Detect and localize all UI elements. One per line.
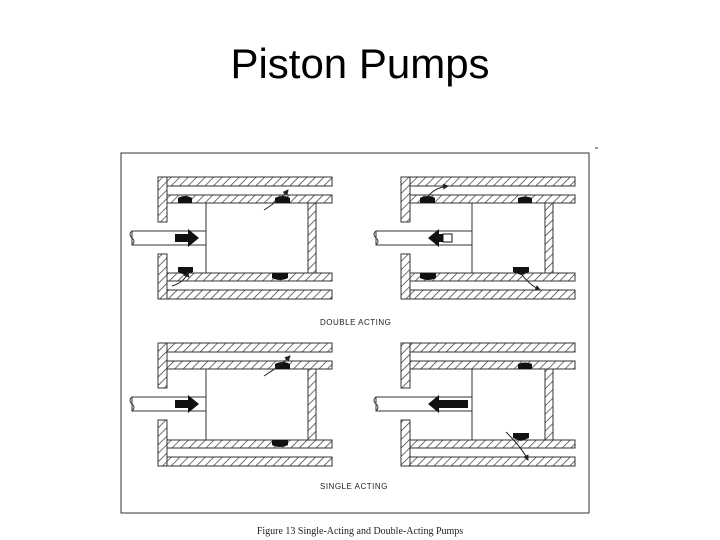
- valve-icon: [420, 196, 435, 203]
- figure-caption: Figure 13 Single-Acting and Double-Actin…: [256, 526, 464, 537]
- arrow-left-icon: [428, 229, 452, 247]
- panel-single-acting-stroke-left: [373, 342, 576, 467]
- single-acting-label: SINGLE ACTING: [320, 482, 388, 491]
- arrow-left-icon: [428, 395, 468, 413]
- valve-icon: [420, 273, 436, 280]
- valve-icon: [178, 196, 192, 203]
- valve-icon: [275, 362, 290, 369]
- figure-frame: [120, 152, 590, 514]
- valve-icon: [513, 433, 529, 441]
- valve-icon: [518, 196, 532, 203]
- valve-icon: [272, 440, 288, 447]
- double-acting-label: DOUBLE ACTING: [320, 318, 391, 327]
- slide-title: Piston Pumps: [230, 40, 490, 87]
- arrow-right-icon: [175, 229, 199, 247]
- valve-icon: [275, 196, 290, 203]
- panel-single-acting-stroke-right: [129, 342, 333, 467]
- panel-double-acting-stroke-right: [129, 176, 333, 300]
- valve-icon: [272, 273, 288, 280]
- arrow-right-icon: [175, 395, 199, 413]
- valve-icon: [513, 267, 529, 275]
- panel-double-acting-stroke-left: [373, 176, 576, 300]
- valve-icon: [518, 362, 532, 369]
